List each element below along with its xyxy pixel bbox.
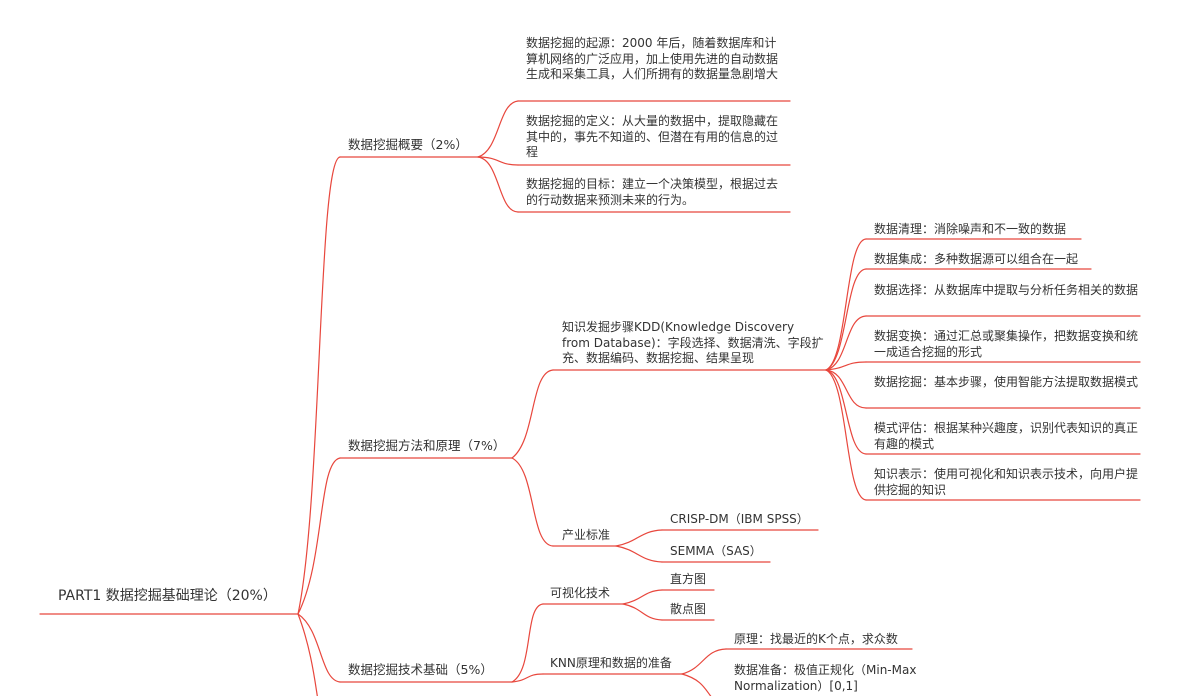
viz-scatter[interactable]: 散点图 [670, 602, 707, 616]
standard-crisp-dm[interactable]: CRISP-DM（IBM SPSS） [670, 512, 809, 526]
link-root-overview [297, 156, 341, 615]
standard-semma[interactable]: SEMMA（SAS） [670, 544, 762, 558]
topic-goal[interactable]: 数据挖掘的目标：建立一个决策模型，根据过去的行动数据来预测未来的行为。 [526, 177, 779, 207]
topic-methods[interactable]: 数据挖掘方法和原理（7%） [348, 438, 506, 453]
link-semma [615, 545, 663, 563]
root-topic[interactable]: PART1 数据挖掘基础理论（20%） [58, 588, 277, 604]
kdd-step-mining[interactable]: 数据挖掘：基本步骤，使用智能方法提取数据模式 [874, 375, 1139, 389]
link-root-methods [297, 457, 341, 615]
link-kdd [511, 369, 554, 459]
link-step-6 [825, 369, 867, 501]
kdd-step-evaluation[interactable]: 模式评估：根据某种兴趣度，识别代表知识的真正有趣的模式 [874, 421, 1139, 451]
topic-knn[interactable]: KNN原理和数据的准备 [550, 656, 672, 670]
link-step-2 [825, 315, 867, 371]
kdd-step-transformation[interactable]: 数据变换：通过汇总或聚集操作，把数据变换和统一成适合挖掘的形式 [874, 329, 1139, 359]
link-knn [511, 673, 544, 683]
knn-principle[interactable]: 原理：找最近的K个点，求众数 [734, 632, 898, 646]
link-definition [477, 156, 519, 166]
link-step-0 [825, 238, 867, 371]
kdd-step-integration[interactable]: 数据集成：多种数据源可以组合在一起 [874, 252, 1079, 266]
link-step-4 [825, 369, 867, 409]
kdd-step-representation[interactable]: 知识表示：使用可视化和知识表示技术，向用户提供挖掘的知识 [874, 467, 1139, 497]
link-step-3 [825, 361, 867, 371]
link-knn-principle [681, 648, 727, 675]
topic-definition[interactable]: 数据挖掘的定义：从大量的数据中，提取隐藏在其中的，事先不知道的、但潜在有用的信息… [526, 114, 779, 159]
topic-overview[interactable]: 数据挖掘概要（2%） [348, 137, 468, 152]
link-root-more [297, 613, 318, 696]
kdd-step-cleaning[interactable]: 数据清理：消除噪声和不一致的数据 [874, 222, 1067, 236]
link-histogram [622, 589, 663, 605]
topic-standards[interactable]: 产业标准 [562, 528, 611, 542]
link-root-tech [297, 613, 341, 683]
knn-data-prep[interactable]: 数据准备：极值正规化（Min-Max Normalization）[0,1] [734, 663, 917, 693]
kdd-step-selection[interactable]: 数据选择：从数据库中提取与分析任务相关的数据 [874, 283, 1139, 297]
link-step-1 [825, 268, 867, 371]
link-step-5 [825, 369, 867, 455]
topic-origin[interactable]: 数据挖掘的起源：2000 年后，随着数据库和计算机网络的广泛应用，加上使用先进的… [526, 36, 779, 81]
viz-histogram[interactable]: 直方图 [670, 572, 707, 586]
topic-tech[interactable]: 数据挖掘技术基础（5%） [348, 662, 493, 677]
link-goal [477, 156, 519, 213]
link-origin [477, 100, 519, 158]
link-scatter [622, 603, 663, 621]
topic-visualization[interactable]: 可视化技术 [550, 586, 611, 600]
topic-kdd[interactable]: 知识发掘步骤KDD(Knowledge Discovery from Datab… [562, 320, 824, 365]
link-visualization [511, 603, 544, 683]
link-standards [511, 457, 554, 547]
link-knn-prep [681, 673, 712, 696]
link-crisp [615, 529, 663, 547]
